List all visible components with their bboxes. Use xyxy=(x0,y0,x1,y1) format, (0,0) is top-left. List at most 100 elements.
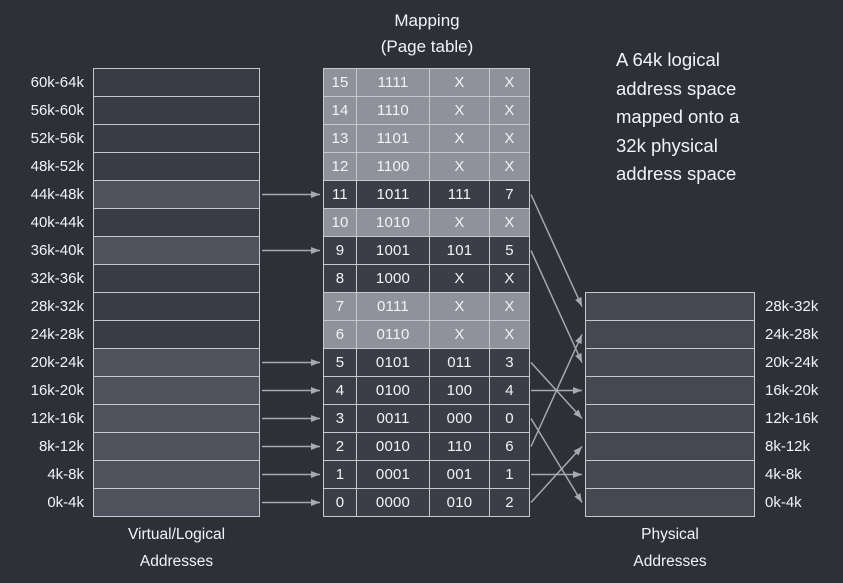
page-table-title: Mapping (Page table) xyxy=(323,8,531,60)
page-table-cell-frame-binary: 111 xyxy=(430,181,489,208)
page-table-cell-index: 2 xyxy=(324,433,356,460)
physical-caption-line1: Physical xyxy=(641,526,699,543)
virtual-address-column xyxy=(93,68,260,517)
page-table-cell-index: 7 xyxy=(324,293,356,320)
page-table-cell-frame-binary: 101 xyxy=(430,237,489,264)
page-table-cell-binary: 1000 xyxy=(357,265,429,292)
page-table-title-line2: (Page table) xyxy=(380,37,474,56)
virtual-page-box xyxy=(94,405,259,432)
virtual-page-box xyxy=(94,461,259,488)
virtual-caption-line1: Virtual/Logical xyxy=(127,526,226,543)
page-table-cell-binary: 0101 xyxy=(357,349,429,376)
page-table-cell-binary: 0100 xyxy=(357,377,429,404)
page-table-cell-binary: 1101 xyxy=(357,125,429,152)
page-table-cell-frame-decimal: 1 xyxy=(490,461,529,488)
page-table-cell-index: 13 xyxy=(324,125,356,152)
physical-row-label: 20k-24k xyxy=(765,353,819,371)
page-table-cell-binary: 0010 xyxy=(357,433,429,460)
virtual-row-label: 36k-40k xyxy=(30,241,84,259)
page-table-cell-binary: 1110 xyxy=(357,97,429,124)
physical-frame-box xyxy=(586,321,754,348)
annotation-line: A 64k logical xyxy=(616,49,720,70)
physical-row-label: 0k-4k xyxy=(765,493,802,511)
virtual-row-label: 44k-48k xyxy=(30,185,84,203)
virtual-row-label: 8k-12k xyxy=(38,437,84,455)
annotation-line: address space xyxy=(616,163,737,184)
physical-row-label: 16k-20k xyxy=(765,381,819,399)
annotation-line: 32k physical xyxy=(616,134,718,156)
page-table-cell-binary: 1111 xyxy=(357,69,429,96)
physical-row-label: 28k-32k xyxy=(765,297,819,315)
physical-column-caption: Physical Addresses xyxy=(585,521,755,575)
physical-caption-line2: Addresses xyxy=(633,553,707,570)
page-table-cell-frame-binary: X xyxy=(430,69,489,96)
page-table-cell-binary: 1010 xyxy=(357,209,429,236)
annotation-line: address space xyxy=(616,77,737,99)
page-table-cell-index: 11 xyxy=(324,181,356,208)
table-to-physical-arrow xyxy=(530,418,583,503)
virtual-row-label: 48k-52k xyxy=(30,157,84,175)
virtual-row-label: 4k-8k xyxy=(47,465,84,483)
virtual-page-box xyxy=(94,489,259,516)
page-table-cell-frame-binary: 010 xyxy=(430,489,489,516)
page-table-cell-frame-decimal: X xyxy=(490,153,529,180)
virtual-column-caption: Virtual/Logical Addresses xyxy=(60,521,293,575)
page-table-cell-frame-decimal: 6 xyxy=(490,433,529,460)
annotation-text: A 64k logical address space mapped onto a 3… xyxy=(616,46,831,189)
page-table-cell-index: 5 xyxy=(324,349,356,376)
physical-frame-box xyxy=(586,433,754,460)
physical-frame-box xyxy=(586,405,754,432)
page-table-cell-frame-binary: 000 xyxy=(430,405,489,432)
page-table-cell-frame-decimal: 5 xyxy=(490,237,529,264)
virtual-caption-line2: Addresses xyxy=(139,553,214,570)
page-table-cell-index: 4 xyxy=(324,377,356,404)
page-table-cell-frame-decimal: X xyxy=(490,69,529,96)
page-table-cell-frame-binary: X xyxy=(430,265,489,292)
virtual-row-label: 40k-44k xyxy=(30,213,84,231)
page-table-cell-frame-binary: X xyxy=(430,153,489,180)
virtual-row-label: 24k-28k xyxy=(30,325,84,343)
page-table-cell-frame-decimal: X xyxy=(490,97,529,124)
page-table-cell-binary: 1011 xyxy=(357,181,429,208)
page-table-cell-binary: 1100 xyxy=(357,153,429,180)
virtual-row-label: 52k-56k xyxy=(30,129,84,147)
page-table-cell-binary: 1001 xyxy=(357,237,429,264)
page-table-cell-frame-binary: 011 xyxy=(430,349,489,376)
physical-row-label: 8k-12k xyxy=(765,437,811,455)
annotation-line: mapped onto a xyxy=(616,106,740,127)
page-table-cell-frame-decimal: X xyxy=(490,209,529,236)
virtual-page-box xyxy=(94,69,259,96)
virtual-page-box xyxy=(94,97,259,124)
table-to-physical-arrow xyxy=(530,445,583,504)
virtual-row-label: 12k-16k xyxy=(30,409,84,427)
page-table-cell-binary: 0011 xyxy=(357,405,429,432)
virtual-row-label: 0k-4k xyxy=(47,493,84,511)
page-table-cell-binary: 0111 xyxy=(357,293,429,320)
virtual-page-box xyxy=(94,377,259,404)
page-table-cell-frame-binary: X xyxy=(430,125,489,152)
virtual-row-label: 60k-64k xyxy=(30,73,84,91)
physical-frame-box xyxy=(586,461,754,488)
page-table-cell-index: 12 xyxy=(324,153,356,180)
virtual-row-label: 28k-32k xyxy=(30,297,84,315)
physical-row-label: 24k-28k xyxy=(765,325,819,343)
page-table-cell-frame-binary: X xyxy=(430,293,489,320)
page-table-cell-frame-decimal: X xyxy=(490,293,529,320)
page-table-cell-frame-decimal: X xyxy=(490,321,529,348)
page-table-cell-index: 10 xyxy=(324,209,356,236)
physical-frame-box xyxy=(586,489,754,516)
page-table-cell-index: 6 xyxy=(324,321,356,348)
physical-frame-box xyxy=(586,293,754,320)
page-table-cell-binary: 0001 xyxy=(357,461,429,488)
page-table-cell-frame-binary: 110 xyxy=(430,433,489,460)
page-table-cell-index: 9 xyxy=(324,237,356,264)
physical-frame-box xyxy=(586,349,754,376)
virtual-row-label: 32k-36k xyxy=(30,269,84,287)
page-table-cell-frame-decimal: X xyxy=(490,265,529,292)
virtual-page-box xyxy=(94,209,259,236)
physical-frame-box xyxy=(586,377,754,404)
